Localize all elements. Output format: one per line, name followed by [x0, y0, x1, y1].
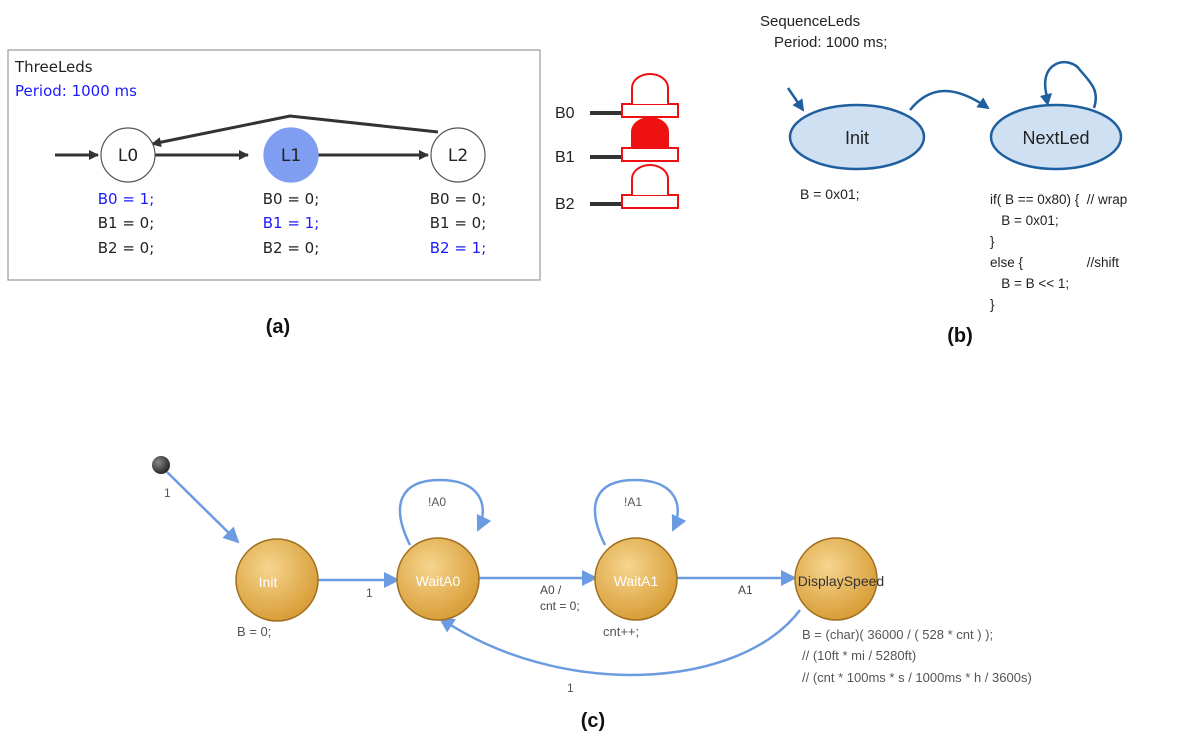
- transition-init-nextled: [909, 89, 990, 111]
- l2-action-b2: B2 = 1;: [430, 239, 487, 257]
- nextled-action-5: }: [990, 297, 995, 312]
- led-b2-dome: [631, 164, 669, 195]
- state-nextled: NextLed: [989, 103, 1123, 171]
- led-b2-label: B2: [555, 196, 575, 213]
- waita0-self-loop: [398, 478, 492, 546]
- nextled-self-loop-head: [1040, 93, 1052, 106]
- led-array: B0 B1 B2: [555, 73, 679, 213]
- state-l1: L1: [263, 127, 319, 183]
- caption-b: (b): [947, 325, 973, 347]
- led-b2-base: [621, 194, 679, 209]
- caption-a: (a): [266, 316, 290, 338]
- waita0-waita1-label-2: cnt = 0;: [540, 599, 580, 613]
- panel-a-period: Period: 1000 ms: [15, 82, 137, 100]
- state-nextled-label: NextLed: [1022, 128, 1089, 148]
- l2-action-b1: B1 = 0;: [430, 214, 487, 232]
- state-waita1: WaitA1: [594, 537, 678, 621]
- panel-c: 1 1 A0 / cnt = 0; A1 1 !A0 !A1 Init Wait…: [152, 456, 1032, 732]
- nextled-action-3: else { //shift: [990, 255, 1119, 270]
- waita1-self-loop-label: !A1: [624, 495, 642, 509]
- led-b1: B1: [555, 117, 679, 166]
- state-init-c-label: Init: [259, 574, 278, 590]
- led-b1-base: [621, 147, 679, 162]
- display-action-2: // (cnt * 100ms * s / 1000ms * h / 3600s…: [802, 670, 1032, 685]
- init-waita0-label: 1: [366, 586, 373, 600]
- state-displayspeed-label: DisplaySpeed: [798, 573, 884, 589]
- init-c-action: B = 0;: [237, 624, 271, 639]
- led-b1-dome: [631, 117, 669, 149]
- panel-b-name: SequenceLeds: [760, 13, 860, 30]
- led-b0-label: B0: [555, 105, 575, 122]
- state-init-b: Init: [788, 103, 926, 171]
- waita1-self-loop: [593, 478, 687, 546]
- l1-action-b1: B1 = 1;: [263, 214, 320, 232]
- panel-b-period: Period: 1000 ms;: [774, 34, 887, 51]
- waita0-self-loop-label: !A0: [428, 495, 446, 509]
- transition-display-waita0: [438, 609, 801, 677]
- l2-action-b0: B0 = 0;: [430, 190, 487, 208]
- panel-a: ThreeLeds Period: 1000 ms L0 L1 L2 B0 = …: [7, 49, 541, 338]
- led-b2: B2: [555, 164, 679, 213]
- nextled-action-1: B = 0x01;: [990, 213, 1059, 228]
- state-displayspeed: DisplaySpeed: [794, 537, 884, 621]
- display-action-1: // (10ft * mi / 5280ft): [802, 648, 916, 663]
- waita0-waita1-label-1: A0 /: [540, 583, 562, 597]
- nextled-self-loop: [1044, 61, 1097, 109]
- panel-a-name: ThreeLeds: [14, 58, 93, 76]
- init-b-action: B = 0x01;: [800, 186, 860, 202]
- transition-l2-l0: [151, 114, 439, 148]
- caption-c: (c): [581, 710, 605, 732]
- panel-b: SequenceLeds Period: 1000 ms; Init NextL…: [760, 13, 1127, 347]
- l1-action-b0: B0 = 0;: [263, 190, 320, 208]
- led-b0: B0: [555, 73, 679, 122]
- state-l0: L0: [100, 127, 156, 183]
- state-waita0-label: WaitA0: [416, 573, 461, 589]
- panel-b-entry-arrow: [786, 87, 805, 112]
- state-l2-label: L2: [448, 146, 468, 166]
- led-b0-base: [621, 103, 679, 118]
- transition-start-init: [166, 471, 240, 544]
- led-b0-dome: [631, 73, 669, 104]
- start-dot: [152, 456, 170, 474]
- state-l0-label: L0: [118, 146, 138, 166]
- nextled-action-0: if( B == 0x80) { // wrap: [990, 192, 1127, 207]
- display-action-0: B = (char)( 36000 / ( 528 * cnt ) );: [802, 627, 993, 642]
- l0-action-b0: B0 = 1;: [98, 190, 155, 208]
- state-l1-label: L1: [281, 146, 301, 166]
- state-waita0: WaitA0: [396, 537, 480, 621]
- display-waita0-label: 1: [567, 681, 574, 695]
- state-init-c: Init: [235, 538, 319, 622]
- l1-action-b2: B2 = 0;: [263, 239, 320, 257]
- l0-action-b1: B1 = 0;: [98, 214, 155, 232]
- nextled-action-2: }: [990, 234, 995, 249]
- nextled-action-4: B = B << 1;: [990, 276, 1069, 291]
- l0-action-b2: B2 = 0;: [98, 239, 155, 257]
- state-init-b-label: Init: [845, 128, 869, 148]
- waita1-display-label: A1: [738, 583, 753, 597]
- start-transition-label: 1: [164, 486, 171, 500]
- state-l2: L2: [430, 127, 486, 183]
- led-b1-label: B1: [555, 149, 575, 166]
- state-waita1-label: WaitA1: [614, 573, 659, 589]
- waita1-action: cnt++;: [603, 624, 639, 639]
